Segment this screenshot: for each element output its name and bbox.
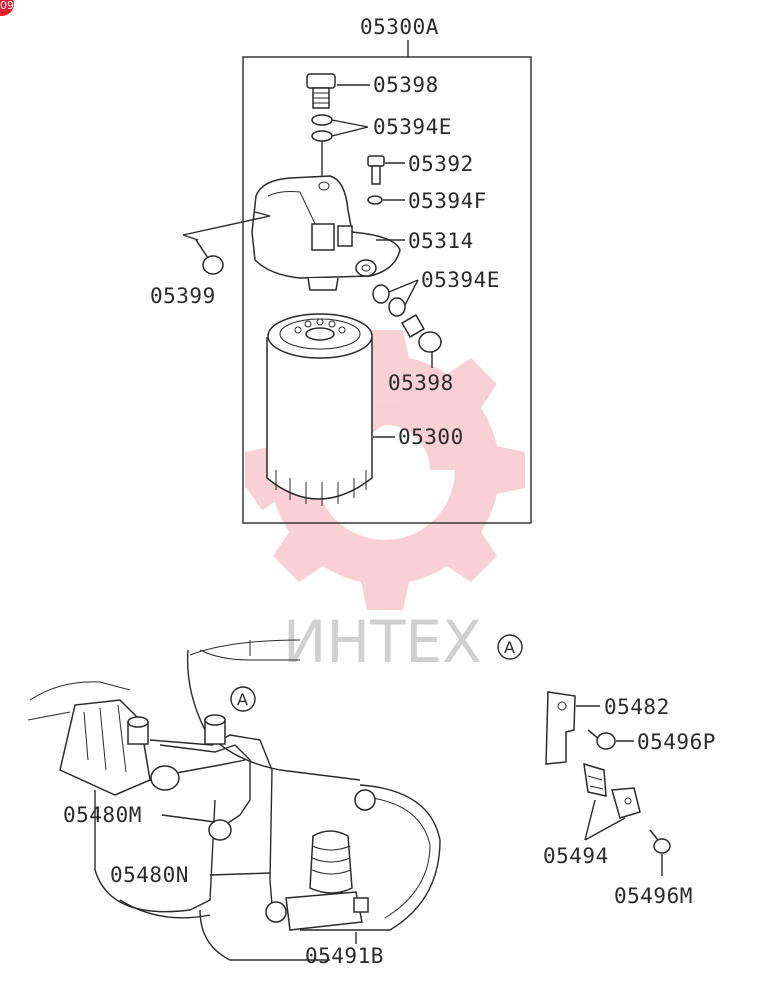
bolt-05398-mid-icon bbox=[401, 314, 442, 353]
washer-05394F-icon bbox=[367, 195, 383, 205]
washer-mid-a-icon bbox=[372, 284, 390, 304]
washer-lower-icon bbox=[311, 130, 333, 142]
label-05300A: 05300A bbox=[360, 15, 439, 39]
oil-filter-05300-icon bbox=[266, 313, 373, 506]
bracket-05482-icon bbox=[545, 691, 576, 765]
bolt-05392-icon bbox=[367, 155, 385, 185]
corner-badge: 09 bbox=[0, 0, 14, 16]
label-05399: 05399 bbox=[150, 284, 216, 308]
washer-mid-b-icon bbox=[388, 297, 406, 317]
label-05300: 05300 bbox=[398, 425, 464, 449]
pipe-fittings-icon bbox=[150, 714, 376, 841]
detail-a: A 05482 05496P 05494 05496M bbox=[497, 634, 716, 908]
label-05392: 05392 bbox=[408, 152, 474, 176]
label-05394E-mid: 05394E bbox=[421, 268, 500, 292]
label-05480M: 05480M bbox=[63, 803, 142, 827]
label-05496M: 05496M bbox=[614, 884, 693, 908]
filter-head-05314-icon bbox=[251, 175, 401, 291]
assembly-frame bbox=[242, 56, 532, 524]
engine-view: A 05480M 05480N 05491B bbox=[27, 639, 441, 968]
detail-a-marker: A bbox=[504, 638, 515, 657]
watermark-text: ИНТЕХ bbox=[283, 608, 482, 676]
water-separator-05491B-icon bbox=[265, 830, 369, 931]
fuel-filter-housing-icon bbox=[59, 699, 151, 796]
washer-upper-icon bbox=[311, 114, 333, 126]
bolt-05398-top-icon bbox=[306, 73, 336, 109]
label-05480N: 05480N bbox=[110, 863, 189, 887]
bolt-05399-icon bbox=[195, 239, 224, 275]
label-05394E-top: 05394E bbox=[373, 115, 452, 139]
engine-view-a-marker: A bbox=[237, 690, 248, 709]
label-05496P: 05496P bbox=[637, 730, 716, 754]
svg-text:09: 09 bbox=[0, 0, 14, 12]
label-05482: 05482 bbox=[604, 695, 670, 719]
screw-05496M-icon bbox=[649, 829, 671, 854]
label-05494: 05494 bbox=[543, 844, 609, 868]
label-05491B: 05491B bbox=[305, 944, 384, 968]
clamp-05494-icon bbox=[583, 762, 641, 819]
label-05398-top: 05398 bbox=[373, 73, 439, 97]
label-05398-mid: 05398 bbox=[388, 371, 454, 395]
label-05394F: 05394F bbox=[408, 189, 487, 213]
filter-assembly: 05300A 05398 05394E 05392 05394F bbox=[150, 15, 532, 524]
label-05314: 05314 bbox=[408, 229, 474, 253]
screw-05496P-icon bbox=[587, 729, 616, 750]
